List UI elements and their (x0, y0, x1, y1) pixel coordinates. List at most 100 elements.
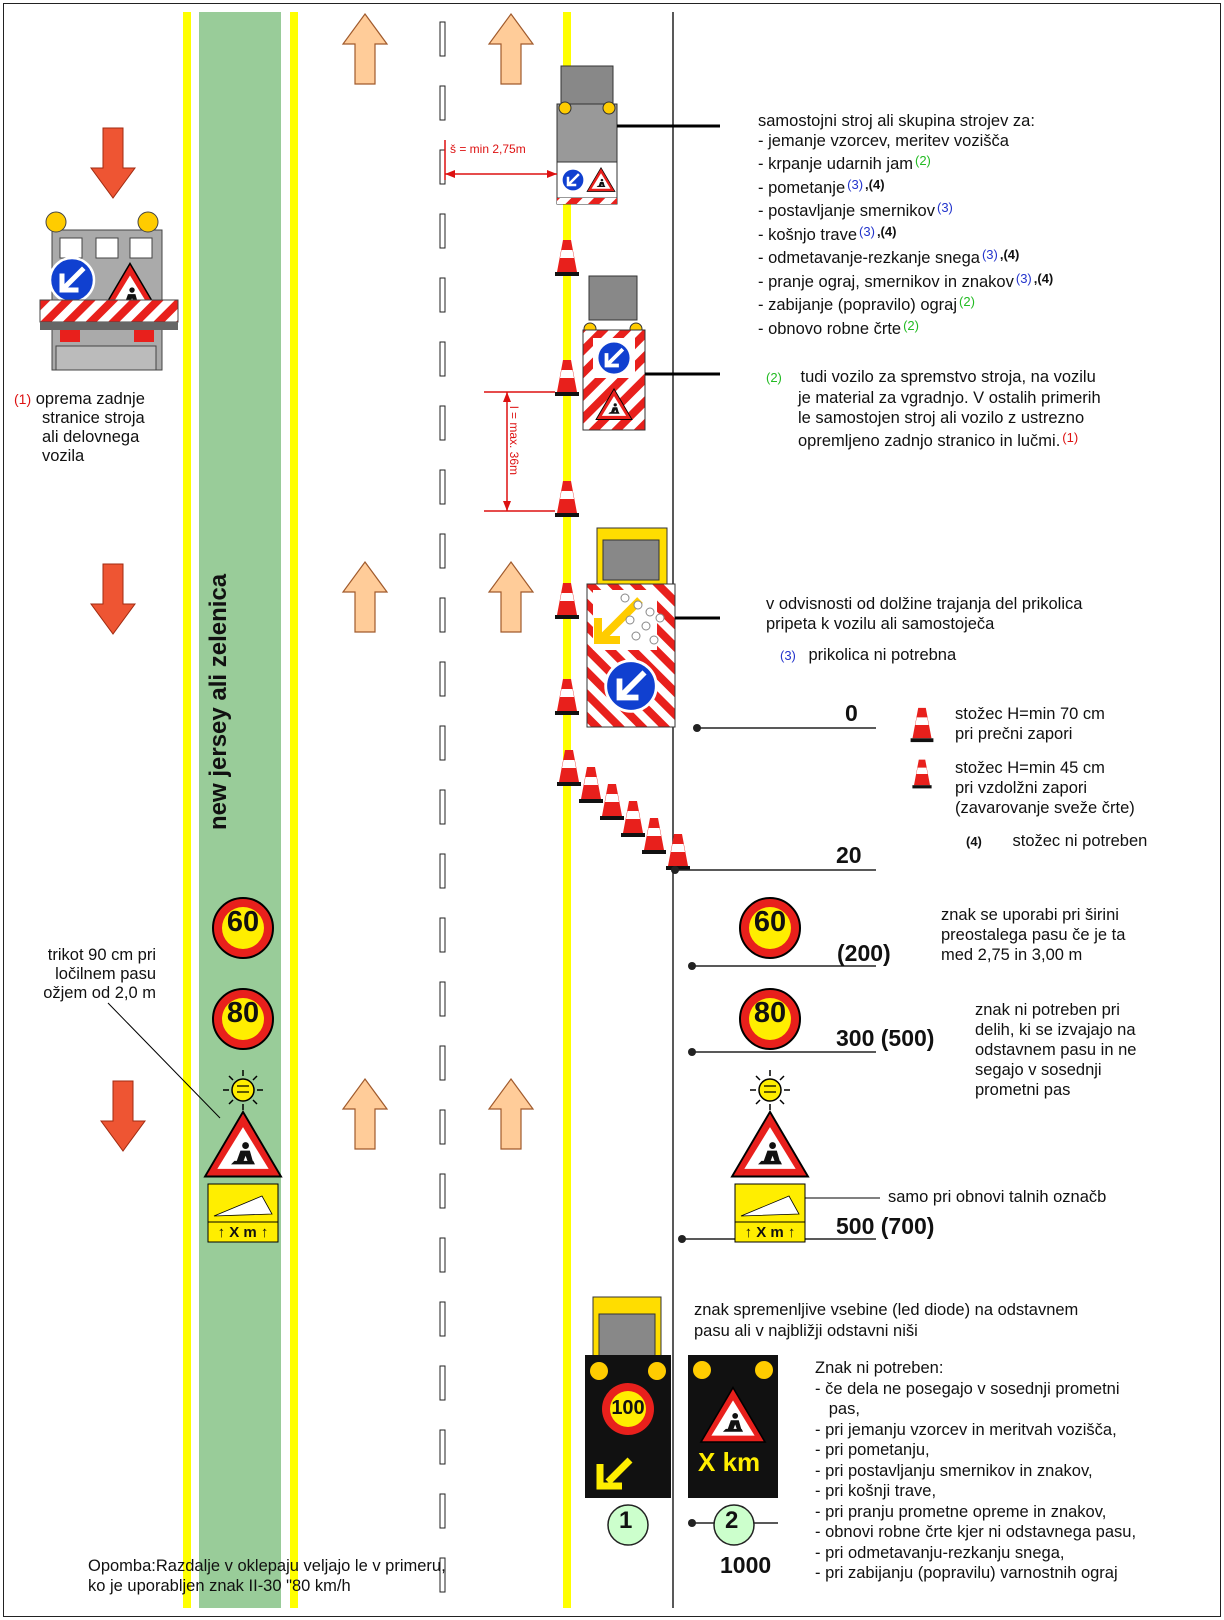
gap-dimension (484, 391, 555, 512)
lane-dash-line (439, 21, 446, 1593)
lane-dash (439, 21, 446, 57)
note-2: (2) tudi vozilo za spremstvo stroja, na … (766, 368, 1096, 386)
not-needed-item: - pri pranju prometne opreme in znakov, (815, 1502, 1107, 1521)
machine-2 (582, 275, 646, 431)
note-4: (4) stožec ni potreben (966, 832, 1148, 850)
distance-0: 0 (845, 700, 858, 726)
cone-legend-small: stožec H=min 45 cm pri vzdolžni zapori (… (955, 759, 1135, 817)
lane-dash (439, 789, 446, 825)
distance-1000: 1000 (720, 1552, 772, 1578)
machine-task-item: - košnjo trave(3),(4) (758, 223, 897, 244)
lane-dash (439, 85, 446, 121)
gap-label: l = max. 36m (507, 406, 521, 476)
arrow-up-4 (488, 561, 534, 633)
lane-dash (439, 1237, 446, 1273)
plate-right: ↑ X m ↑ (744, 1224, 796, 1241)
lane-dash (439, 725, 446, 761)
lane-dash (439, 1109, 446, 1145)
arrow-up-3 (342, 561, 388, 633)
variant-2-badge (713, 1504, 755, 1546)
lane-dash (439, 1365, 446, 1401)
arrow-up-6 (488, 1078, 534, 1150)
width-dimension (444, 140, 557, 180)
not-needed-item: pas, (815, 1400, 860, 1418)
not-needed-item: - pri odmetavanju-rezkanju snega, (815, 1543, 1065, 1562)
lane-dash (439, 981, 446, 1017)
variant-2-label: 2 (725, 1507, 739, 1534)
lane-dash (439, 661, 446, 697)
lane-dash (439, 853, 446, 889)
lane-dash (439, 1173, 446, 1209)
median-sign-group (205, 897, 281, 1243)
not-needed-item: - obnovi robne črte kjer ni odstavnega p… (815, 1523, 1137, 1541)
lane-dash (439, 341, 446, 377)
width-label: š = min 2,75m (450, 142, 526, 156)
trailer-note: v odvisnosti od dolžine trajanja del pri… (766, 595, 1083, 633)
arrow-up-2 (488, 13, 534, 85)
left-yellow-line (183, 12, 191, 1608)
not-needed-item: - pri košnji trave, (815, 1482, 937, 1500)
lane-dash (439, 597, 446, 633)
arrow-down-1 (90, 127, 136, 199)
distance-300: 300 (500) (836, 1025, 935, 1051)
trailer-optional-note: (3) prikolica ni potrebna (780, 646, 957, 664)
footnote: Opomba:Razdalje v oklepaju veljajo le v … (88, 1557, 446, 1595)
vms-distance-text: X km (698, 1447, 761, 1477)
lane-dash (439, 213, 446, 249)
machine-task-item: - krpanje udarnih jam(2) (758, 153, 931, 173)
lane-dash (439, 917, 446, 953)
machine-task-item: - odmetavanje-rezkanje snega(3),(4) (758, 247, 1020, 267)
machines-title: samostojni stroj ali skupina strojev za: (758, 112, 1035, 130)
shoulder-sign-group (732, 897, 808, 1243)
variant-1-label: 1 (619, 1507, 633, 1534)
lane-dash (439, 533, 446, 569)
lane-dash (439, 1301, 446, 1337)
variant-1-badge (607, 1504, 649, 1546)
not-needed-item: - pri pometanju, (815, 1441, 930, 1459)
machine-task-item: - obnovo robne črte(2) (758, 317, 919, 338)
arrow-up-5 (342, 1078, 388, 1150)
machine-task-item: - pometanje(3),(4) (758, 176, 885, 197)
not-needed-list: Znak ni potreben: - če dela ne posegajo … (815, 1358, 1136, 1584)
lane-dash (439, 1557, 446, 1593)
speed-100-vms: 100 (611, 1397, 645, 1419)
distance-200: (200) (837, 940, 891, 966)
cone-legend-large: stožec H=min 70 cm pri prečni zapori (955, 705, 1105, 743)
arrow-up-1 (342, 13, 388, 85)
sign-60-note: znak se uporabi pri širini preostalega p… (941, 906, 1126, 964)
triangle-note: trikot 90 cm pri ločilnem pasu ožjem od … (43, 946, 156, 1002)
vms-vehicle-1 (585, 1296, 671, 1498)
marking-note: samo pri obnovi talnih označb (888, 1188, 1107, 1206)
machine-1 (556, 65, 618, 205)
distance-20: 20 (836, 842, 862, 868)
machine-task-item: - zabijanje (popravilo) ograj(2) (758, 294, 975, 314)
not-needed-item: - pri jemanju vzorcev in meritvah vozišč… (815, 1420, 1117, 1439)
speed-80-left: 80 (226, 997, 260, 1029)
lane-dash (439, 405, 446, 441)
arrow-down-3 (100, 1080, 146, 1152)
machines-list: samostojni stroj ali skupina strojev za:… (758, 112, 1053, 339)
speed-60-right: 60 (753, 906, 787, 938)
machine-task-item: - postavljanje smernikov(3) (758, 200, 953, 220)
lane-dash (439, 277, 446, 313)
rear-equipped-vehicle (39, 211, 179, 371)
sign-80-note: znak ni potreben pri delih, ki se izvaja… (975, 1001, 1137, 1099)
not-needed-item: - pri zabijanju (popravilu) varnostnih o… (815, 1564, 1118, 1582)
edge-yellow-line (563, 12, 571, 1608)
plate-left: ↑ X m ↑ (217, 1224, 269, 1241)
arrow-down-2 (90, 563, 136, 635)
rear-equipment-note: (1) oprema zadnje stranice stroja ali de… (14, 390, 145, 465)
machine-task-item: - jemanje vzorcev, meritev vozišča (758, 131, 1009, 150)
note-2-body: je material za vgradnjo. V ostalih prime… (798, 389, 1101, 450)
median-label: new jersey ali zelenica (205, 573, 232, 830)
vms-board-2 (688, 1355, 778, 1498)
trailer (586, 527, 676, 728)
lane-dash (439, 1045, 446, 1081)
machine-task-item: - pranje ograj, smernikov in znakov(3),(… (758, 270, 1054, 291)
median-strip (199, 12, 281, 1608)
diagram-frame (3, 3, 1221, 1617)
not-needed-title: Znak ni potreben: (815, 1359, 944, 1377)
not-needed-item: - če dela ne posegajo v sosednji prometn… (815, 1379, 1120, 1398)
lane-dash (439, 469, 446, 505)
